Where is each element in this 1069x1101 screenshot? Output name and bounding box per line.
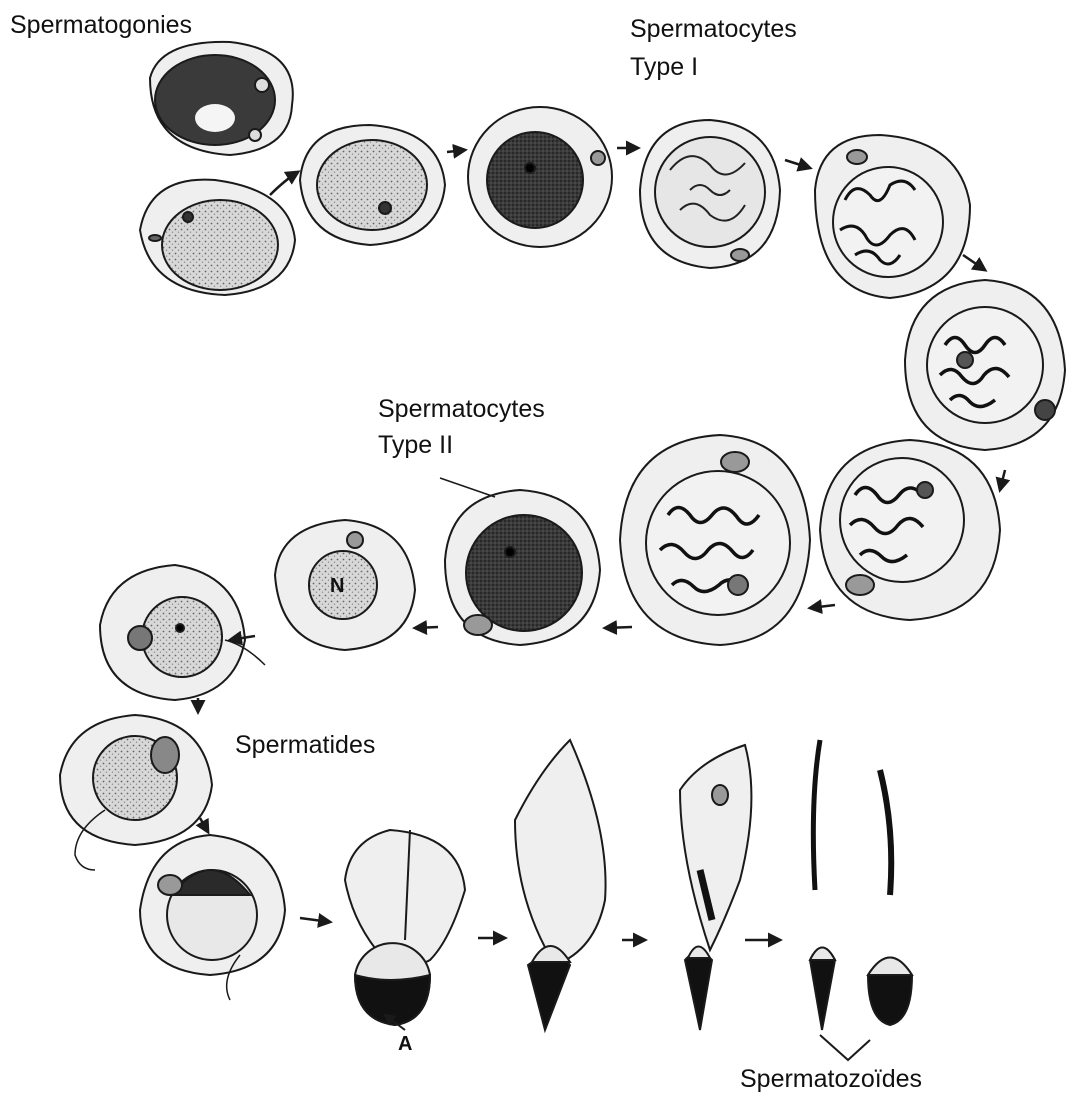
- spermatozoon-1: [810, 740, 835, 1030]
- spermatid-cell-3: [140, 835, 285, 1000]
- spermatocyte-1-cell-c: [640, 120, 780, 268]
- spermatocyte-1-cell-a: [300, 125, 445, 245]
- label-spermatocytes-type-2-line2: Type II: [378, 428, 453, 462]
- spermatozoides-bracket: [820, 1035, 870, 1060]
- label-spermatocytes-type-2-line1: Spermatocytes: [378, 392, 545, 426]
- label-spermatocytes-type-1-line1: Spermatocytes: [630, 12, 797, 46]
- label-spermatides: Spermatides: [235, 728, 375, 762]
- spermatogonium-cell-bottom: [140, 180, 295, 295]
- acrosome-letter: A: [398, 1033, 412, 1055]
- spermatocyte-1-cell-b: [468, 107, 612, 247]
- spermatocyte-2-cell-small: [275, 520, 415, 650]
- label-spermatozoides: Spermatozoïdes: [740, 1062, 922, 1096]
- spermatogonium-cell-top: [150, 42, 293, 155]
- label-spermatogonies: Spermatogonies: [10, 8, 192, 42]
- spermatid-elongating-3: [680, 745, 751, 1030]
- spermatocyte-1-cell-e: [905, 280, 1065, 450]
- spermatid-elongating-1: [345, 830, 465, 1025]
- nucleus-letter: N: [330, 575, 344, 597]
- arrow-spermatogonia-to-spermatocyte: [270, 172, 298, 195]
- spermatocyte-1-cell-f: [820, 440, 1000, 620]
- spermatocyte-2-pointer-line: [440, 478, 495, 497]
- spermatocyte-1-cell-d: [815, 135, 970, 298]
- spermatid-cell-1: [100, 565, 265, 700]
- label-spermatocytes-type-1-line2: Type I: [630, 50, 698, 84]
- spermatocyte-2-cell-large: [445, 490, 600, 645]
- spermatozoon-2: [868, 770, 912, 1025]
- spermatocyte-1-cell-g: [620, 435, 810, 645]
- spermatid-elongating-2: [515, 740, 606, 1030]
